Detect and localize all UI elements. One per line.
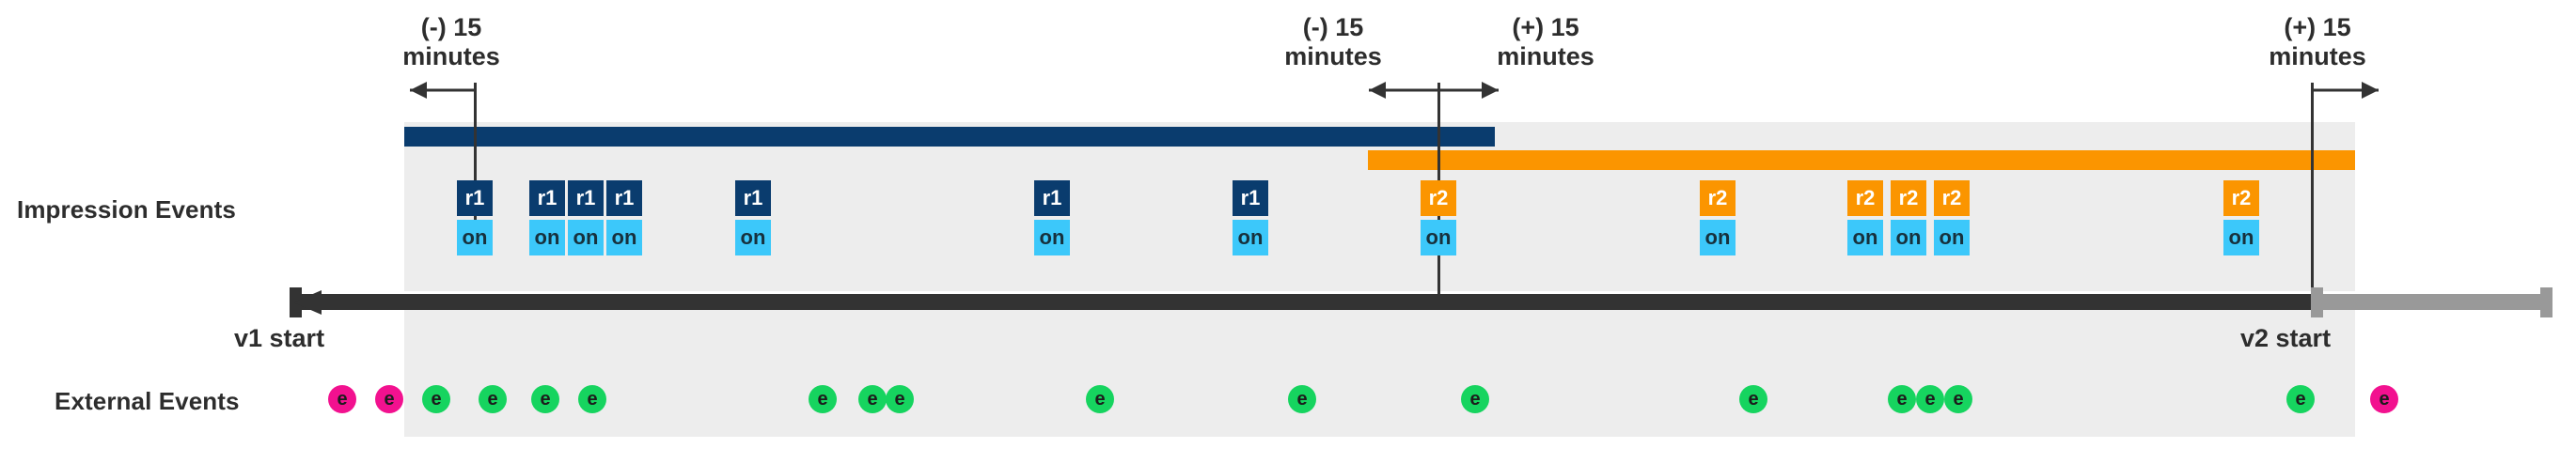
- main-timeline-axis-future: [2311, 294, 2552, 310]
- external-event-dot: e: [809, 385, 837, 413]
- impression-chip-r2: r2: [1421, 180, 1456, 216]
- external-event-dot: e: [531, 385, 559, 413]
- annotation-line1: (+) 15: [1512, 13, 1579, 41]
- impression-chip-r2: r2: [1934, 180, 1970, 216]
- v2-window-bar: [1368, 150, 2355, 170]
- annotation-line1: (-) 15: [1302, 13, 1364, 41]
- axis-end-cap: [2540, 287, 2552, 317]
- shaded-window-region-lower: [404, 308, 2355, 437]
- external-event-dot: e: [2370, 385, 2398, 413]
- annotation-minus-15-mid: (-) 15 minutes: [1192, 13, 1474, 71]
- impression-chip-r2: r2: [2223, 180, 2259, 216]
- external-event-dot: e: [1916, 385, 1944, 413]
- main-timeline-axis: [290, 294, 2322, 310]
- annotation-plus-15-right: (+) 15 minutes: [2176, 13, 2458, 71]
- annotation-line2: minutes: [402, 42, 500, 70]
- impression-events-row-label: Impression Events: [17, 195, 236, 224]
- impression-chip-on: on: [1421, 220, 1456, 255]
- arrow-minus-15-left: [410, 82, 476, 99]
- external-event-dot: e: [1739, 385, 1767, 413]
- annotation-line1: (-) 15: [420, 13, 482, 41]
- impression-chip-on: on: [2223, 220, 2259, 255]
- leader-line-2b: [1437, 225, 1440, 310]
- arrow-plus-minus-15-mid: [1369, 82, 1499, 99]
- impression-chip-r1: r1: [606, 180, 642, 216]
- impression-chip-r1: r1: [1034, 180, 1070, 216]
- v1-window-bar: [404, 127, 1495, 147]
- external-event-dot: e: [1461, 385, 1489, 413]
- v2-start-label: v2 start: [2240, 324, 2332, 352]
- impression-chip-on: on: [1891, 220, 1926, 255]
- v1-start-label: v1 start: [234, 324, 325, 352]
- external-event-dot: e: [328, 385, 356, 413]
- leader-line-1: [474, 83, 477, 225]
- annotation-plus-15-mid: (+) 15 minutes: [1405, 13, 1687, 71]
- annotation-minus-15-left: (-) 15 minutes: [310, 13, 592, 71]
- external-event-dot: e: [1086, 385, 1114, 413]
- leader-line-2: [1437, 83, 1440, 225]
- impression-chip-r1: r1: [529, 180, 565, 216]
- external-event-dot: e: [479, 385, 507, 413]
- annotation-line2: minutes: [2269, 42, 2366, 70]
- impression-chip-on: on: [1233, 220, 1268, 255]
- annotation-line2: minutes: [1284, 42, 1382, 70]
- impression-chip-on: on: [568, 220, 604, 255]
- impression-chip-r2: r2: [1700, 180, 1736, 216]
- impression-chip-on: on: [606, 220, 642, 255]
- external-event-dot: e: [578, 385, 606, 413]
- arrow-plus-15-right: [2313, 82, 2379, 99]
- external-event-dot: e: [1944, 385, 1972, 413]
- impression-chip-on: on: [529, 220, 565, 255]
- impression-chip-r2: r2: [1847, 180, 1883, 216]
- external-events-row-label: External Events: [55, 387, 240, 415]
- external-event-dot: e: [2286, 385, 2315, 413]
- axis-start-arrow: [293, 290, 322, 315]
- external-event-dot: e: [375, 385, 403, 413]
- impression-chip-on: on: [1034, 220, 1070, 255]
- impression-chip-r1: r1: [735, 180, 771, 216]
- external-event-dot: e: [886, 385, 914, 413]
- impression-chip-r2: r2: [1891, 180, 1926, 216]
- external-event-dot: e: [1288, 385, 1316, 413]
- impression-chip-on: on: [457, 220, 493, 255]
- leader-line-3: [2311, 83, 2314, 299]
- impression-chip-r1: r1: [568, 180, 604, 216]
- external-event-dot: e: [422, 385, 450, 413]
- annotation-line1: (+) 15: [2284, 13, 2351, 41]
- impression-chip-on: on: [1700, 220, 1736, 255]
- annotation-line2: minutes: [1497, 42, 1594, 70]
- impression-chip-on: on: [1847, 220, 1883, 255]
- impression-chip-r1: r1: [457, 180, 493, 216]
- external-event-dot: e: [1888, 385, 1916, 413]
- impression-chip-on: on: [1934, 220, 1970, 255]
- impression-chip-on: on: [735, 220, 771, 255]
- impression-chip-r1: r1: [1233, 180, 1268, 216]
- external-event-dot: e: [858, 385, 887, 413]
- axis-v2-cap: [2311, 287, 2323, 317]
